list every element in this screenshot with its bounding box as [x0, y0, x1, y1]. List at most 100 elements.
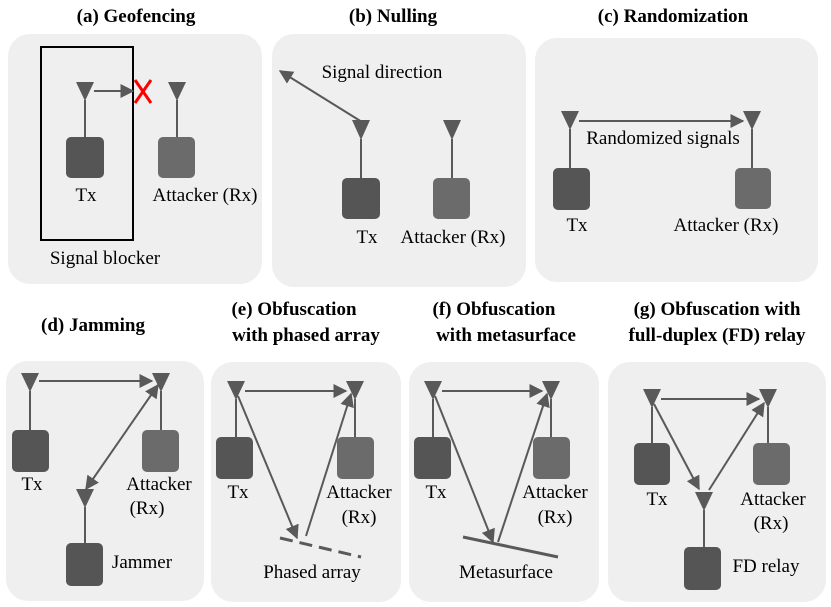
metasurface-plate — [462, 535, 559, 559]
attacker-antenna-icon — [443, 120, 461, 140]
attacker-label: Attacker — [522, 482, 588, 503]
metasurface-label: Metasurface — [459, 562, 553, 583]
title-fd-relay: full-duplex (FD) relay — [629, 325, 806, 346]
tx-antenna-icon — [21, 373, 39, 392]
attacker-antenna-icon — [759, 389, 777, 408]
metasurface-to-attacker-arrow — [497, 392, 550, 543]
panel-randomization: (c) Randomization Randomized signals Tx … — [535, 6, 818, 282]
signal-blocker-box — [40, 46, 134, 241]
attacker-device — [337, 381, 374, 479]
tx-label: Tx — [566, 215, 588, 236]
tx-to-relay-arrow — [653, 403, 700, 491]
signal-direction-label: Signal direction — [322, 62, 443, 83]
tx-to-metasurface-arrow — [434, 395, 495, 544]
jammer-box — [66, 543, 103, 586]
title-nulling: (b) Nulling — [349, 6, 438, 27]
jamming-signal-arrow — [85, 383, 159, 491]
tx-antenna-icon — [424, 381, 442, 400]
panel-b-background — [272, 34, 526, 287]
signal-direction-arrow — [278, 70, 363, 123]
title-randomization: (c) Randomization — [598, 6, 749, 27]
title-obfuscation-with: (g) Obfuscation with — [634, 299, 801, 320]
attacker-device — [158, 82, 195, 178]
attacker-antenna-icon — [743, 111, 761, 130]
title-geofencing: (a) Geofencing — [77, 6, 196, 27]
attacker-device — [433, 120, 470, 219]
tx-box — [342, 178, 380, 219]
tx-box — [553, 168, 590, 210]
panel-e-background — [211, 362, 401, 602]
panel-jamming: (d) Jamming Tx Attacker (Rx) Jammer — [6, 315, 204, 601]
attacker-label: Attacker — [740, 489, 806, 510]
jammer-device — [66, 489, 103, 586]
title-jamming: (d) Jamming — [41, 315, 145, 336]
tx-label: Tx — [356, 227, 378, 248]
relay-to-attacker-arrow — [708, 401, 765, 491]
panel-a-background — [8, 34, 262, 284]
tx-box — [12, 430, 49, 472]
panel-metasurface: (f) Obfuscation with metasurface Tx Atta… — [409, 299, 599, 602]
rx-label: (Rx) — [130, 498, 165, 519]
title-obfuscation: (f) Obfuscation — [433, 299, 556, 320]
panel-geofencing: (a) Geofencing Tx Attacker (Rx) Signal b… — [8, 6, 262, 284]
tx-antenna-icon — [76, 82, 94, 101]
tx-label: Tx — [227, 482, 249, 503]
jammer-antenna-icon — [76, 489, 94, 508]
attacker-rx-label: Attacker (Rx) — [401, 227, 506, 248]
tx-antenna-icon — [352, 120, 370, 140]
tx-box — [66, 137, 104, 178]
fd-relay-antenna-icon — [695, 492, 713, 511]
tx-label: Tx — [425, 482, 447, 503]
tx-antenna-icon — [227, 381, 245, 400]
title-phased-array: with phased array — [232, 325, 380, 346]
tx-device — [216, 381, 253, 479]
attacker-rx-label: Attacker (Rx) — [674, 215, 779, 236]
attacker-box — [533, 437, 570, 479]
attacker-antenna-icon — [168, 82, 186, 101]
tx-label: Tx — [21, 474, 43, 495]
attacker-box — [753, 443, 790, 485]
phased-array-label: Phased array — [263, 562, 361, 583]
rx-label: (Rx) — [754, 513, 789, 534]
array-to-attacker-arrow — [305, 392, 354, 537]
tx-device — [12, 373, 49, 472]
signal-blocker-label: Signal blocker — [50, 248, 161, 269]
tx-device — [342, 120, 380, 219]
tx-device — [553, 111, 590, 210]
fd-relay-device — [684, 492, 721, 590]
tx-box — [414, 437, 451, 479]
title-metasurface: with metasurface — [436, 325, 576, 346]
randomized-signals-label: Randomized signals — [586, 128, 740, 149]
title-obfuscation: (e) Obfuscation — [231, 299, 357, 320]
fd-relay-label: FD relay — [732, 556, 800, 577]
tx-box — [216, 437, 253, 479]
rx-label: (Rx) — [342, 507, 377, 528]
tx-device — [634, 389, 670, 485]
attacker-box — [433, 178, 470, 219]
panel-c-background — [535, 38, 818, 282]
panel-nulling: (b) Nulling Signal direction Tx Attacker… — [272, 6, 526, 287]
attacker-antenna-icon — [152, 373, 170, 392]
tx-antenna-icon — [643, 389, 661, 408]
tx-device — [414, 381, 451, 479]
attacker-box — [735, 168, 771, 209]
attacker-box — [142, 430, 179, 472]
tx-label: Tx — [646, 489, 668, 510]
attacker-device — [753, 389, 790, 485]
attacker-label: Attacker — [326, 482, 392, 503]
panel-fd-relay: (g) Obfuscation with full-duplex (FD) re… — [608, 299, 826, 602]
attacker-antenna-icon — [542, 381, 560, 400]
attacker-device — [735, 111, 771, 209]
phased-array-elements — [279, 536, 362, 559]
tx-label: Tx — [75, 185, 97, 206]
tx-device — [66, 82, 104, 178]
attacker-box — [337, 437, 374, 479]
jammer-label: Jammer — [112, 552, 173, 573]
attacker-rx-label: Attacker (Rx) — [153, 185, 258, 206]
attacker-box — [158, 137, 195, 178]
blocked-x-icon — [133, 79, 153, 104]
tx-antenna-icon — [561, 111, 579, 130]
attacker-device — [533, 381, 570, 479]
attacker-antenna-icon — [346, 381, 364, 400]
